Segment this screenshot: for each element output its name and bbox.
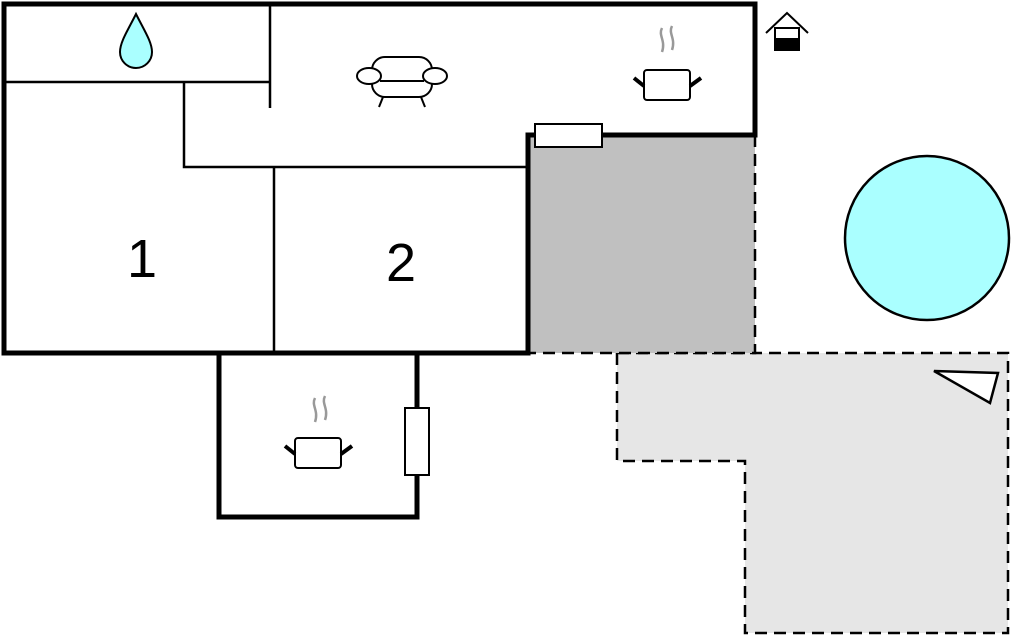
water-drop-icon (118, 11, 154, 69)
sunbed-icon (933, 369, 1000, 405)
outer-wall (1, 1, 758, 356)
pool (843, 154, 1011, 322)
annex-wall (216, 353, 420, 520)
room-2-label: 2 (386, 233, 416, 293)
room-1-label: 1 (127, 229, 157, 289)
covered-terrace (528, 135, 755, 353)
window (534, 123, 603, 148)
window (404, 407, 430, 476)
kitchen-pot-icon (632, 25, 703, 101)
open-terrace (615, 351, 1010, 635)
sofa-icon (356, 56, 448, 108)
covered-terrace-edge (528, 135, 757, 355)
well-icon (765, 11, 809, 51)
kitchen-pot-icon (283, 395, 354, 469)
interior-walls (4, 4, 528, 353)
